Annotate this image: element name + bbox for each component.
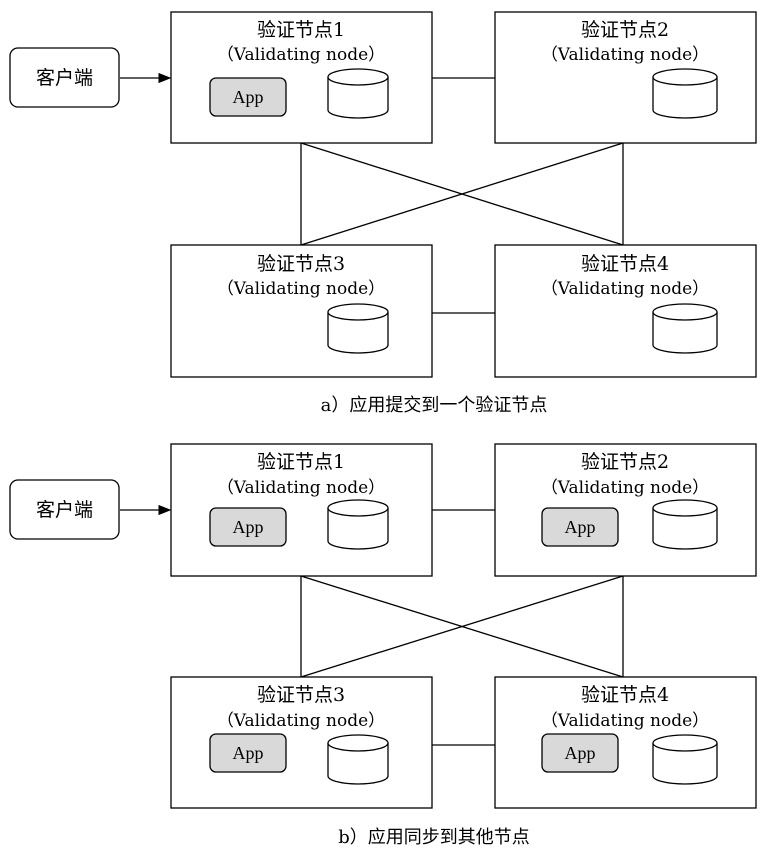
validating-node-1: 验证节点1 （Validating node） App	[170, 11, 433, 144]
node-subtitle: （Validating node）	[541, 45, 709, 65]
node-subtitle: （Validating node）	[541, 478, 709, 498]
validating-node-3: 验证节点3 （Validating node）	[170, 244, 433, 378]
database-icon	[652, 303, 718, 354]
validating-node-4: 验证节点4 （Validating node） App	[494, 676, 757, 809]
database-icon	[327, 734, 389, 785]
database-icon	[327, 499, 389, 550]
node-title: 验证节点3	[257, 684, 345, 706]
caption-a: a）应用提交到一个验证节点	[321, 395, 548, 416]
caption-b: b）应用同步到其他节点	[338, 827, 530, 848]
node-title: 验证节点4	[581, 253, 669, 275]
node-subtitle: （Validating node）	[217, 45, 385, 65]
app-box	[209, 507, 287, 547]
validating-node-2: 验证节点2 （Validating node）	[494, 11, 757, 144]
app-label: App	[565, 517, 596, 537]
node-title: 验证节点1	[257, 451, 345, 473]
client-label: 客户端	[36, 499, 93, 521]
validating-node-3: 验证节点3 （Validating node） App	[170, 676, 433, 809]
app-box	[541, 733, 619, 773]
node-subtitle: （Validating node）	[541, 279, 709, 299]
node-title: 验证节点4	[581, 684, 669, 706]
app-box	[209, 77, 287, 117]
app-label: App	[233, 743, 264, 763]
node-title: 验证节点2	[581, 19, 669, 41]
link-node2-node3	[300, 142, 624, 246]
client-box: 客户端	[9, 479, 120, 540]
database-icon	[652, 734, 718, 785]
node-title: 验证节点3	[257, 253, 345, 275]
client-label: 客户端	[36, 67, 93, 89]
database-icon	[327, 303, 389, 354]
database-icon	[652, 499, 718, 550]
database-icon	[327, 68, 389, 119]
app-box	[541, 507, 619, 547]
validating-node-2: 验证节点2 （Validating node） App	[494, 443, 757, 577]
client-box: 客户端	[9, 47, 120, 108]
node-subtitle: （Validating node）	[541, 711, 709, 731]
node-title: 验证节点1	[257, 19, 345, 41]
node-subtitle: （Validating node）	[217, 478, 385, 498]
node-subtitle: （Validating node）	[217, 279, 385, 299]
panel-b: 客户端 验证节点1 （Validating node） App 验证节点2 （V…	[9, 443, 757, 848]
app-box	[209, 733, 287, 773]
database-icon	[652, 68, 718, 119]
panel-a: 客户端 验证节点1 （Validating node） App 验证节点2 （V…	[9, 11, 757, 416]
validating-node-4: 验证节点4 （Validating node）	[494, 244, 757, 378]
app-label: App	[565, 743, 596, 763]
app-label: App	[233, 517, 264, 537]
app-label: App	[233, 87, 264, 107]
node-subtitle: （Validating node）	[217, 711, 385, 731]
link-node2-node3	[300, 575, 624, 678]
node-title: 验证节点2	[581, 451, 669, 473]
validating-node-1: 验证节点1 （Validating node） App	[170, 443, 433, 577]
